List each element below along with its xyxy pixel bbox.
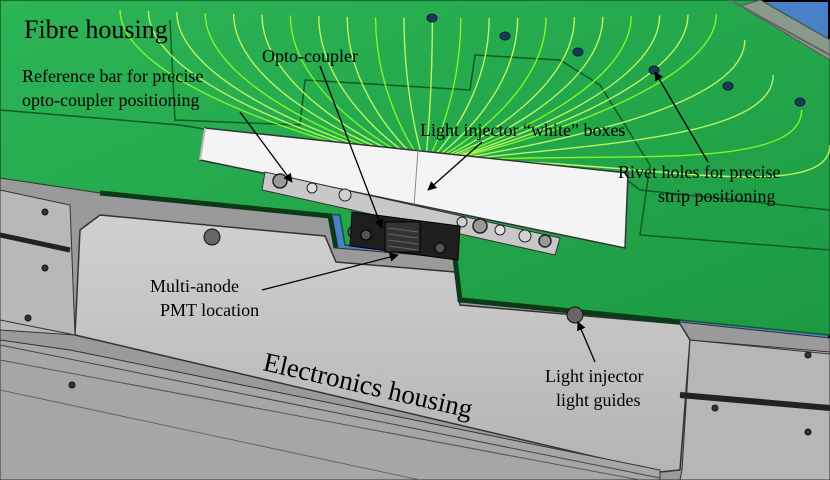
screws [24,208,812,436]
label-light-injector-boxes: Light injector “white” boxes [420,120,625,140]
screw-icon [41,208,49,216]
rivet-hole-icon [648,65,660,75]
screw-icon [24,314,32,322]
label-pmt-line2: PMT location [160,300,259,320]
rivet-hole-icon [722,81,734,91]
label-opto-coupler: Opto-coupler [262,46,358,66]
label-rivet-holes-line1: Rivet holes for precise [618,162,780,182]
annotation-arrows [239,65,709,363]
label-light-guides-line2: light guides [556,390,641,410]
label-fibre-housing: Fibre housing [24,15,168,44]
screw-icon [203,228,221,246]
rivet-holes [426,13,806,107]
label-light-guides-line1: Light injector [545,366,643,386]
light-injector-boxes [199,127,629,249]
rivet-hole-icon [499,31,511,41]
reference-bar [261,171,561,256]
screw-icon [68,381,76,389]
screw-icon [711,404,719,412]
label-pmt-line1: Multi-anode [150,276,239,296]
label-reference-bar-line2: opto-coupler positioning [22,90,199,110]
screw-icon [566,306,584,324]
rivet-hole-icon [426,13,438,23]
label-reference-bar-line1: Reference bar for precise [22,66,203,86]
rivet-hole-icon [572,47,584,57]
label-rivet-holes-line2: strip positioning [658,186,776,206]
fibre-line [424,13,718,166]
screw-icon [41,264,49,272]
rivet-hole-icon [794,97,806,107]
electronics-housing [0,177,830,480]
screw-icon [804,351,812,359]
screw-icon [804,428,812,436]
